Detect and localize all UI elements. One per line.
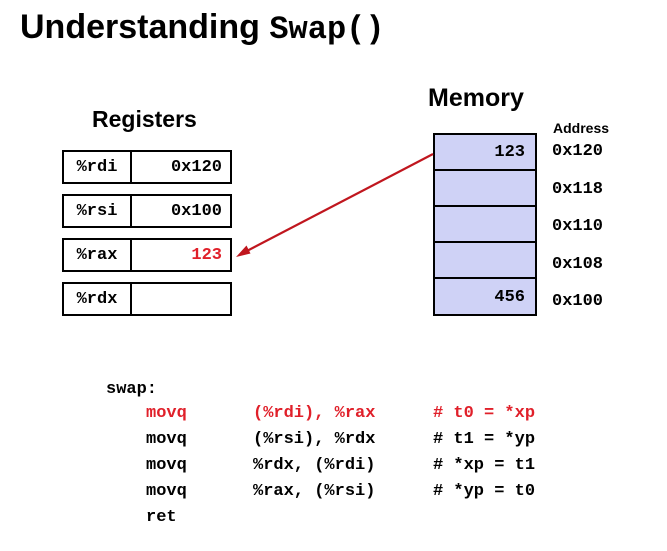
memory-column: 123 456 — [433, 133, 537, 316]
code-args: (%rsi), %rdx — [253, 430, 376, 449]
code-op: movq — [146, 482, 187, 501]
code-comment: # *xp = t1 — [433, 456, 536, 475]
memory-address: 0x110 — [552, 217, 604, 236]
code-args: %rax, (%rsi) — [253, 482, 376, 501]
code-comment: # t1 = *yp — [433, 430, 536, 449]
register-name: %rdi — [64, 152, 132, 182]
memory-address: 0x120 — [552, 142, 604, 161]
code-ret: ret — [146, 508, 177, 527]
register-name: %rax — [64, 240, 132, 270]
register-value-highlighted: 123 — [191, 245, 222, 265]
code-comment: # *yp = t0 — [433, 482, 536, 501]
code-op: movq — [146, 404, 187, 423]
memory-cell: 456 — [494, 287, 525, 307]
memory-cell — [435, 171, 535, 207]
slide-title: Understanding Swap() — [20, 8, 385, 48]
memory-cell — [435, 207, 535, 243]
register-name: %rsi — [64, 196, 132, 226]
memory-heading: Memory — [428, 84, 524, 112]
register-value: 0x120 — [170, 157, 222, 177]
code-op: movq — [146, 456, 187, 475]
arrowhead-icon — [236, 245, 251, 257]
memory-cell — [435, 243, 535, 279]
memory-cell: 123 — [435, 135, 535, 171]
slide-title-code: Swap() — [269, 11, 385, 48]
code-comment: # t0 = *xp — [433, 404, 536, 423]
register-rsi: %rsi 0x100 — [62, 194, 232, 228]
register-value: 0x100 — [170, 201, 222, 221]
memory-address: 0x100 — [552, 292, 604, 311]
register-rdx: %rdx — [62, 282, 232, 316]
register-name: %rdx — [64, 284, 132, 314]
code-args: %rdx, (%rdi) — [253, 456, 376, 475]
slide-title-text: Understanding — [20, 8, 270, 46]
code-args: (%rdi), %rax — [253, 404, 376, 423]
registers-heading: Registers — [92, 106, 197, 132]
memory-address: 0x118 — [552, 180, 604, 199]
register-rdi: %rdi 0x120 — [62, 150, 232, 184]
arrow-line — [242, 153, 434, 254]
address-heading: Address — [553, 120, 610, 136]
code-label: swap: — [106, 380, 158, 399]
memory-address: 0x108 — [552, 255, 604, 274]
register-rax: %rax 123 — [62, 238, 232, 272]
code-op: movq — [146, 430, 187, 449]
